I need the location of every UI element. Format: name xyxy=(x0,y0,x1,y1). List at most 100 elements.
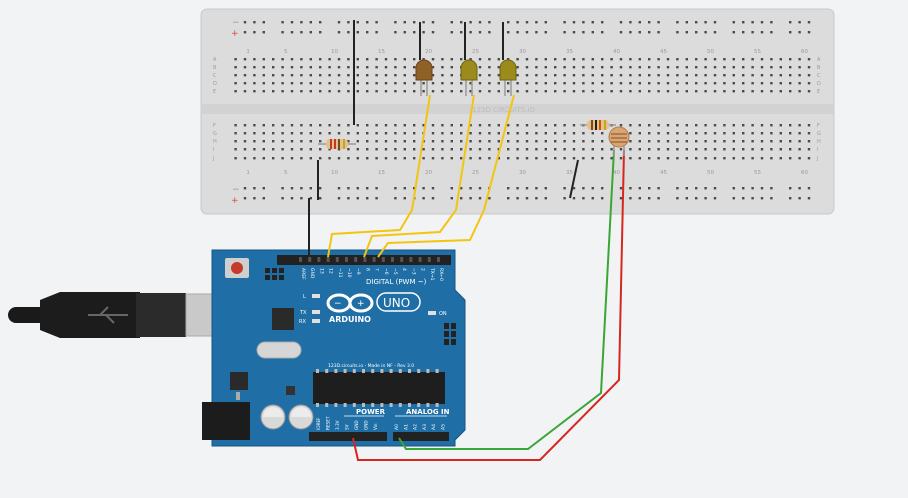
digital-pin-socket[interactable] xyxy=(308,257,312,262)
led-on xyxy=(428,311,436,315)
digital-pin-label: 12 xyxy=(328,268,334,274)
atmega-chip xyxy=(313,372,445,404)
digital-pin-socket[interactable] xyxy=(372,257,376,262)
chip-pin xyxy=(426,403,430,407)
row-letter: D xyxy=(213,81,217,87)
digital-pin-socket[interactable] xyxy=(381,257,385,262)
chip-pin xyxy=(343,403,347,407)
led-1[interactable] xyxy=(415,59,433,96)
row-letter: J xyxy=(212,156,214,162)
row-letter: E xyxy=(817,89,820,95)
crystal xyxy=(256,341,302,359)
chip-pin xyxy=(371,403,375,407)
arduino-logo-icon: − + xyxy=(326,293,374,313)
row-letter: E xyxy=(213,89,216,95)
digital-pin-socket[interactable] xyxy=(317,257,321,262)
wires[interactable] xyxy=(308,20,625,461)
wire-yellow-1[interactable] xyxy=(327,94,431,258)
row-letter: G xyxy=(817,131,821,137)
icsp-pin xyxy=(451,323,456,329)
digital-pin-socket[interactable] xyxy=(326,257,330,262)
reset-button-cap xyxy=(231,262,243,274)
icsp-pin xyxy=(279,275,284,280)
chip-pin xyxy=(435,403,439,407)
power-pin-label: RESET xyxy=(326,416,331,430)
chip-pin xyxy=(362,369,365,373)
capacitor-1 xyxy=(260,404,286,430)
led-label-rx: RX xyxy=(299,319,306,325)
icsp-pin xyxy=(451,339,456,345)
wire-yellow-2[interactable] xyxy=(363,94,475,258)
photoresistor[interactable] xyxy=(608,126,630,156)
power-pin-label: 5V xyxy=(345,424,350,430)
column-number: 1 xyxy=(246,49,250,55)
column-number: 60 xyxy=(801,170,808,176)
icsp-pin xyxy=(444,339,449,345)
row-letter: H xyxy=(817,139,821,145)
column-number: 40 xyxy=(613,170,620,176)
svg-text:+: + xyxy=(357,299,365,309)
capacitor-2 xyxy=(288,404,314,430)
row-letter: H xyxy=(213,139,217,145)
column-number: 50 xyxy=(707,49,714,55)
column-number: 30 xyxy=(519,170,526,176)
digital-pin-socket[interactable] xyxy=(345,257,348,262)
power-header-label: POWER xyxy=(356,408,386,416)
column-number: 10 xyxy=(331,170,338,176)
led-label-l: L xyxy=(303,294,306,300)
analog-header[interactable] xyxy=(393,432,449,441)
column-number: 20 xyxy=(425,170,432,176)
icsp-pin xyxy=(451,331,456,337)
row-letter: A xyxy=(213,57,217,63)
resistor-2[interactable] xyxy=(580,120,616,130)
digital-pin-socket[interactable] xyxy=(354,257,358,262)
chip-pin xyxy=(371,369,375,373)
regulator-lead xyxy=(236,392,240,400)
digital-pin-socket[interactable] xyxy=(409,257,413,262)
digital-pin-socket[interactable] xyxy=(299,257,302,262)
row-letter: D xyxy=(817,81,821,87)
led-3[interactable] xyxy=(499,59,517,96)
chip-pin xyxy=(417,403,421,407)
small-transistor xyxy=(286,386,295,395)
voltage-regulator xyxy=(230,372,248,390)
usb-chip xyxy=(272,308,294,330)
usb-cable[interactable] xyxy=(8,292,247,338)
icsp-pin xyxy=(265,275,270,280)
digital-pin-socket[interactable] xyxy=(437,257,440,262)
power-jack[interactable] xyxy=(202,402,250,440)
digital-pin-socket[interactable] xyxy=(418,257,422,262)
column-number: 5 xyxy=(284,170,288,176)
column-number: 10 xyxy=(331,49,338,55)
wire-green-a0[interactable] xyxy=(398,149,615,450)
digital-pin-socket[interactable] xyxy=(400,257,404,262)
chip-pin xyxy=(417,369,421,373)
digital-pin-socket[interactable] xyxy=(427,257,431,262)
wire-red-5v[interactable] xyxy=(352,149,625,461)
column-number: 55 xyxy=(754,170,761,176)
chip-pin xyxy=(325,369,329,373)
column-number: 25 xyxy=(472,49,479,55)
digital-pin-socket[interactable] xyxy=(335,257,339,262)
digital-pin-socket[interactable] xyxy=(391,257,394,262)
chip-pin xyxy=(408,369,411,373)
wire-yellow-3[interactable] xyxy=(377,94,515,258)
chip-pin xyxy=(408,403,411,407)
digital-pin-socket[interactable] xyxy=(363,257,367,262)
power-pin-label: 3.3V xyxy=(335,420,340,430)
wire-black-ground[interactable] xyxy=(569,159,579,199)
column-number: 15 xyxy=(378,170,385,176)
chip-pin xyxy=(389,403,393,407)
digital-pin-label: 8 xyxy=(364,268,370,271)
column-number: 50 xyxy=(707,170,714,176)
resistor-1[interactable] xyxy=(318,139,356,149)
led-2[interactable] xyxy=(460,59,478,96)
power-header[interactable] xyxy=(309,432,387,441)
chip-pin xyxy=(334,369,338,373)
